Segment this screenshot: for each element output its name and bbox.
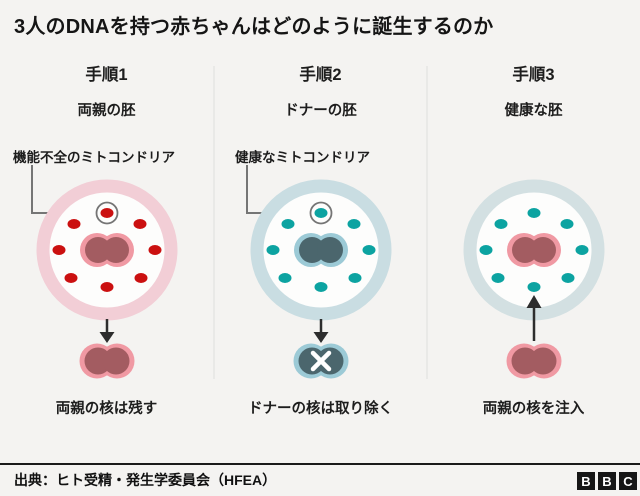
cross-x-icon (310, 350, 332, 372)
arrow-up-icon (526, 295, 542, 341)
arrow-down-icon (99, 319, 115, 343)
bbc-logo-letter: B (577, 472, 595, 490)
mitochondrion-dot (560, 219, 574, 229)
mitochondrion-dot (527, 282, 541, 292)
step-column-2: 手順2 ドナーの胚 健康なミトコンドリア (214, 0, 427, 460)
mitochondrion-dot (362, 245, 376, 255)
mitochondrion-dot (491, 273, 505, 283)
defective-mitochondria-label: 機能不全のミトコンドリア (13, 150, 175, 165)
mitochondrion-dot (133, 219, 147, 229)
arrow-down-icon (313, 319, 329, 343)
mitochondrion-dot (148, 245, 162, 255)
removed-donor-nucleus (293, 343, 349, 379)
column-divider (426, 66, 428, 379)
donor-nucleus (294, 233, 348, 267)
parents-embryo-diagram (31, 165, 178, 379)
mitochondrion-dot (52, 245, 66, 255)
highlighted-mitochondrion-dot (314, 208, 328, 218)
mitochondrion-dot (575, 245, 589, 255)
step-2-caption: ドナーの核は取り除く (248, 401, 393, 417)
step-1-caption: 両親の核は残す (55, 401, 158, 417)
step-column-3: 手順3 健康な胚 (427, 0, 640, 460)
mitochondrion-dot (348, 273, 362, 283)
injected-parents-nucleus (507, 233, 561, 267)
mitochondrion-dot (479, 245, 493, 255)
step-column-1: 手順1 両親の胚 機能不全のミトコンドリア (0, 0, 213, 460)
column-divider (213, 66, 215, 379)
step-1-title: 手順1 (85, 66, 128, 84)
mitochondrion-dot (134, 273, 148, 283)
mitochondrion-dot (266, 245, 280, 255)
bbc-logo-letter: B (598, 472, 616, 490)
mitochondrion-dot (561, 273, 575, 283)
step-3-caption: 両親の核を注入 (482, 401, 585, 417)
healthy-mitochondria-label: 健康なミトコンドリア (235, 150, 370, 165)
mitochondrion-dot (67, 219, 81, 229)
mitochondrion-dot (100, 282, 114, 292)
healthy-mitochondria-dots (479, 208, 589, 292)
step-3-subtitle: 健康な胚 (504, 103, 563, 119)
mitochondrion-dot (347, 219, 361, 229)
step-2-title: 手順2 (299, 66, 342, 84)
step-2-subtitle: ドナーの胚 (284, 103, 357, 119)
bbc-logo: B B C (577, 472, 637, 490)
defective-mitochondria-dots (52, 219, 162, 292)
mitochondrion-dot (281, 219, 295, 229)
extracted-parents-nucleus (79, 343, 135, 379)
step-3-title: 手順3 (512, 66, 555, 84)
parents-nucleus (80, 233, 134, 267)
mitochondrion-dot (278, 273, 292, 283)
donor-embryo-diagram (246, 165, 392, 379)
mitochondrion-dot (494, 219, 508, 229)
parents-nucleus-to-inject (506, 343, 562, 379)
step-1-subtitle: 両親の胚 (77, 103, 136, 119)
mitochondrion-dot (64, 273, 78, 283)
page-title: 3人のDNAを持つ赤ちゃんはどのように誕生するのか (14, 16, 494, 38)
footer-divider (0, 463, 640, 465)
mitochondrion-dot (314, 282, 328, 292)
highlighted-mitochondrion-dot (100, 208, 114, 218)
bbc-logo-letter: C (619, 472, 637, 490)
source-attribution: 出典：ヒト受精・発生学委員会（HFEA） (14, 472, 277, 488)
healthy-embryo-diagram (463, 179, 605, 379)
mitochondrion-dot (527, 208, 541, 218)
healthy-mitochondria-dots (266, 219, 376, 292)
